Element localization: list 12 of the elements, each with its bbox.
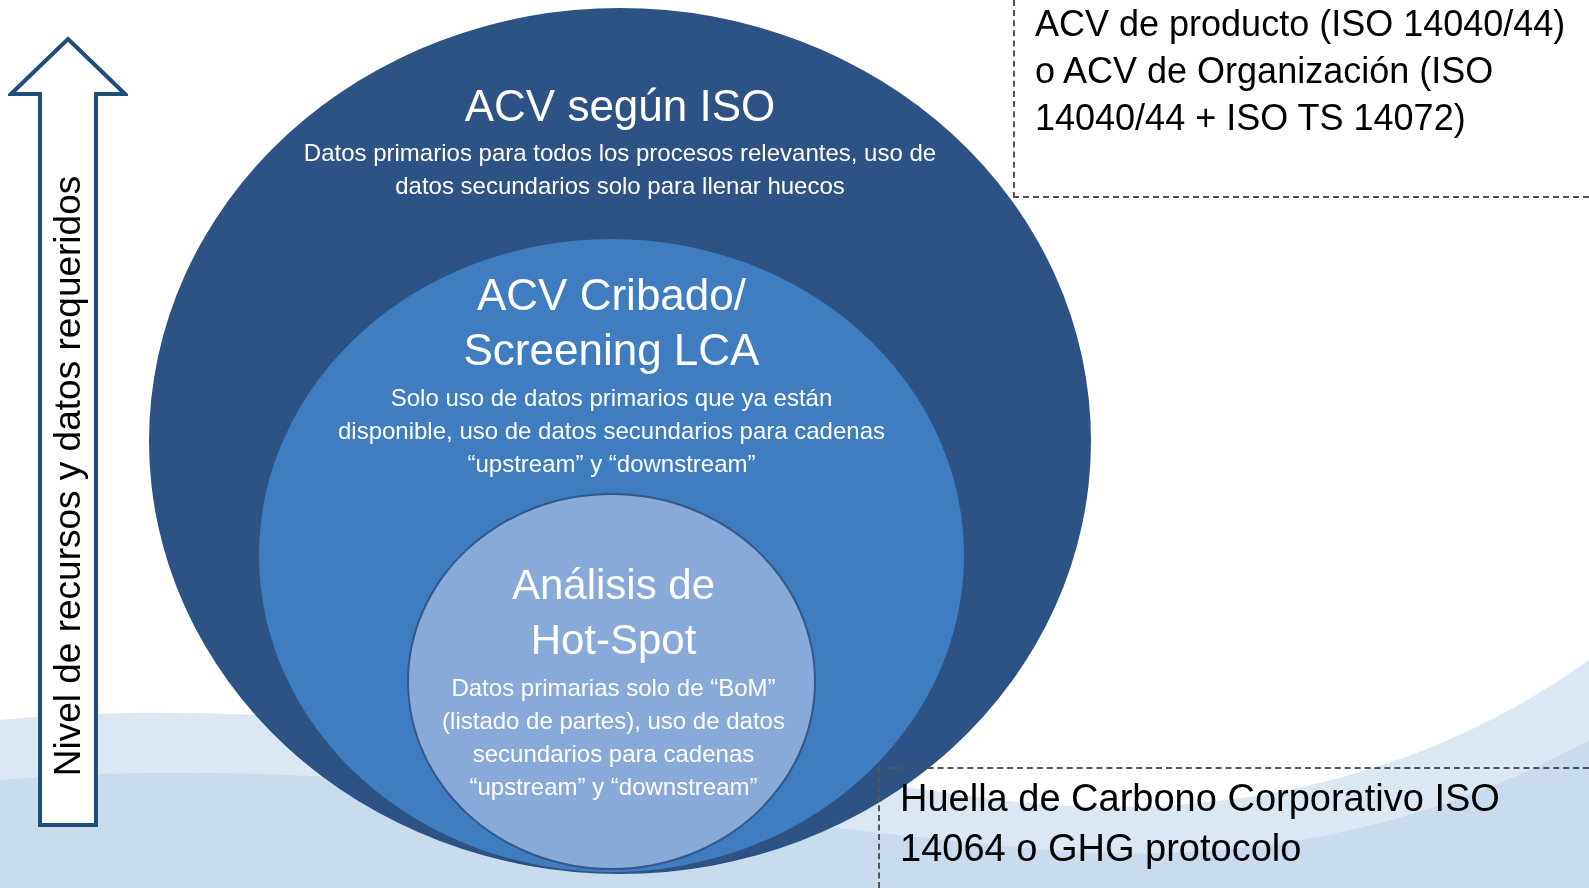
ellipse-title: ACV según ISO bbox=[463, 80, 777, 132]
ellipse-description: Datos primarios para todos los procesos relevantes, uso de datos secundarios solo para llenar huecos bbox=[302, 138, 938, 201]
note-text: ACV de producto (ISO 14040/44) o ACV de Organización (ISO 14040/44 + ISO TS 14072) bbox=[1035, 2, 1567, 140]
ellipse-title: ACV Cribado/ Screening LCA bbox=[462, 269, 761, 376]
ellipse-title: Análisis de Hot-Spot bbox=[510, 560, 717, 665]
up-arrow bbox=[8, 36, 128, 828]
ellipse-description: Datos primarias solo de “BoM” (listado de partes), uso de datos secundarios para cadenas “upstream” y “downstream” bbox=[441, 673, 786, 802]
ellipse-description: Solo uso de datos primarios que ya están disponible, uso de datos secundarios para cadenas “upstream” y “downstream” bbox=[336, 383, 886, 479]
axis-label: Nivel de recursos y datos requeridos bbox=[46, 175, 89, 777]
note-box bbox=[878, 767, 1589, 888]
note-box bbox=[1013, 0, 1589, 198]
note-text: Huella de Carbono Corporativo ISO 14064 o GHG protocolo bbox=[900, 776, 1500, 871]
